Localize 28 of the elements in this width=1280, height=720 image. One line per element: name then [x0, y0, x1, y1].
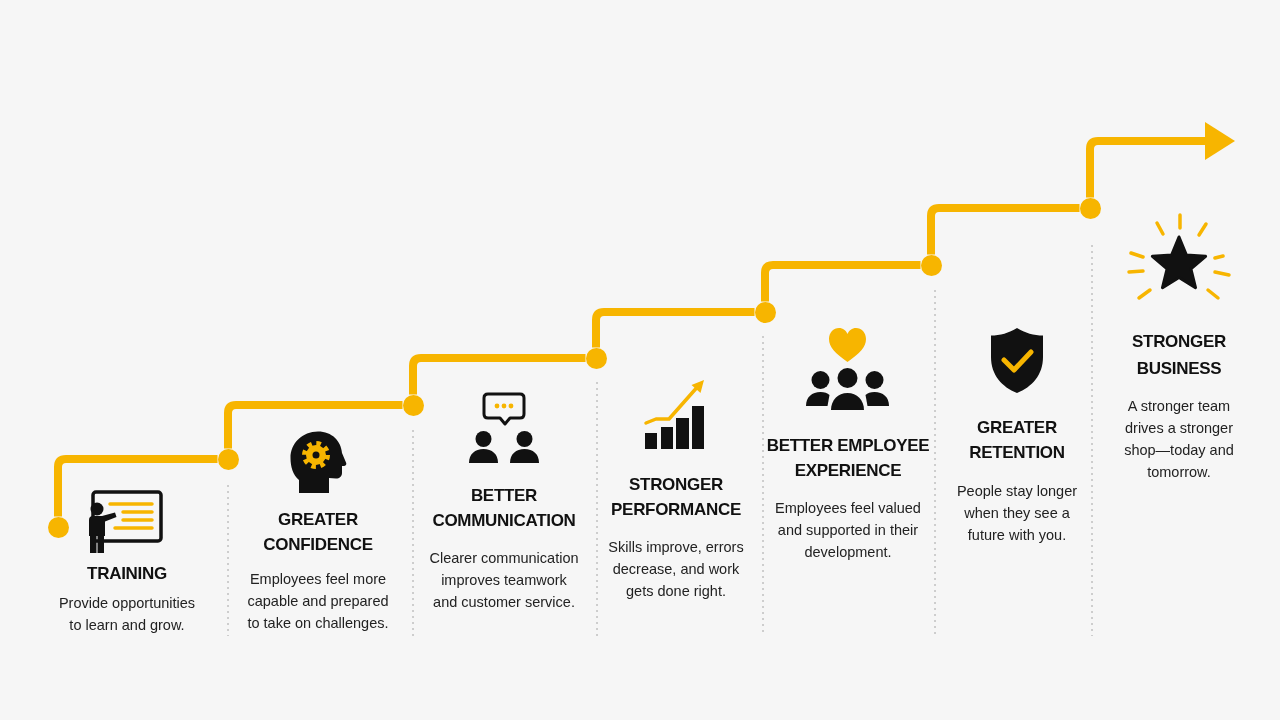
connector-line	[761, 261, 921, 302]
step-description: Employees feel more capable and prepared to take on challenges.	[246, 570, 390, 633]
step-title: BETTER EMPLOYEE EXPERIENCE	[765, 434, 931, 482]
milestone-dot	[217, 448, 239, 470]
connector-line	[927, 204, 1080, 255]
step-description: A stronger team drives a stronger shop—today and tomorrow.	[1123, 397, 1235, 482]
connector-line	[409, 354, 586, 395]
connector-line	[54, 455, 218, 517]
step-title: GREATER CONFIDENCE	[262, 508, 374, 556]
connector-line	[592, 308, 755, 348]
milestone-dot	[585, 347, 607, 369]
step-description: Skills improve, errors decrease, and work gets done right.	[607, 538, 745, 601]
milestone-dot	[1079, 197, 1101, 219]
connector-line	[224, 401, 403, 449]
milestone-dot	[402, 394, 424, 416]
step-title: STRONGER PERFORMANCE	[610, 473, 742, 521]
step-title: TRAINING	[87, 562, 167, 585]
milestone-dot	[754, 301, 776, 323]
step-title: GREATER RETENTION	[968, 416, 1066, 464]
step-description: People stay longer when they see a future with you.	[955, 482, 1079, 545]
step-description: Clearer communication improves teamwork and customer service.	[428, 549, 580, 612]
milestone-dot	[920, 254, 942, 276]
arrow	[1086, 122, 1235, 198]
step-title: BETTER COMMUNICATION	[431, 484, 577, 532]
step-description: Employees feel valued and supported in their development.	[774, 499, 922, 562]
milestone-dot	[47, 516, 69, 538]
step-title: STRONGER BUSINESS	[1131, 330, 1227, 380]
step-description: Provide opportunities to learn and grow.	[57, 594, 197, 635]
